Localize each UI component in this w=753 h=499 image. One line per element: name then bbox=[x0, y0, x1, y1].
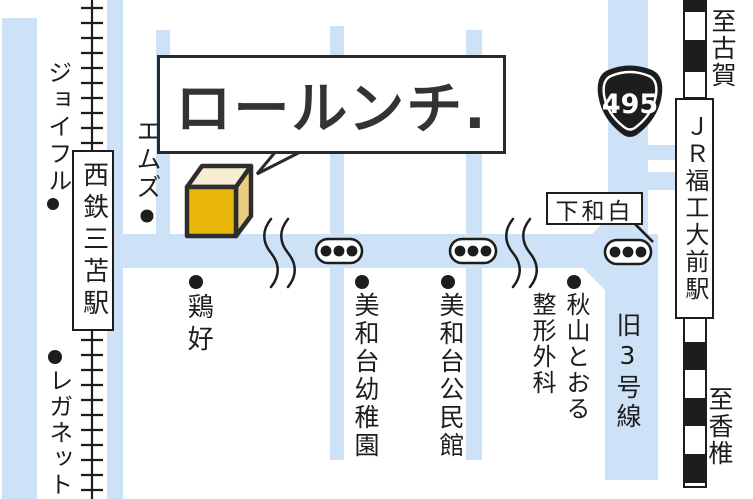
traffic-signal-icon bbox=[448, 237, 498, 265]
landmark-dot-joyful bbox=[47, 198, 59, 210]
junction-label-box: 下和白 bbox=[546, 192, 643, 225]
landmark-miwadai-kindergarten: 美和台幼稚園 bbox=[351, 292, 380, 460]
landmark-dot-torikou bbox=[189, 275, 203, 289]
landmark-dot-kindergarten bbox=[355, 275, 369, 289]
landmark-dots bbox=[47, 198, 581, 364]
landmark-dot-akiyama bbox=[567, 275, 581, 289]
road-station-stub-2 bbox=[648, 172, 676, 190]
landmark-dot-hall bbox=[441, 275, 455, 289]
landmark-miwadai-community-hall: 美和台公民館 bbox=[436, 292, 465, 460]
road-station-stub-1 bbox=[648, 145, 676, 160]
station-name-nishitetsu: 西鉄三苫駅 bbox=[78, 160, 109, 321]
route-number: 495 bbox=[602, 89, 658, 120]
shop-title: ロールンチ. bbox=[175, 77, 488, 142]
station-box-nishitetsu-mitoma: 西鉄三苫駅 bbox=[72, 150, 114, 331]
landmark-akiyama-orthopedics: 秋山とおる整形外科 bbox=[528, 292, 590, 422]
nishitetsu-railway-line bbox=[81, 0, 103, 499]
landmark-joyful: ジョイフル bbox=[43, 60, 72, 195]
station-box-jr-fukkodaimae: ＪＲ福工大前駅 bbox=[675, 98, 714, 319]
road-break-squiggles bbox=[263, 217, 538, 289]
railway-ticks-lower bbox=[81, 338, 103, 492]
road-left-vertical bbox=[2, 18, 37, 499]
landmark-torikou: 鶏好 bbox=[183, 293, 214, 357]
railway-ticks-upper bbox=[81, 6, 103, 145]
junction-label-text: 下和白 bbox=[555, 198, 634, 225]
traffic-signal-icon bbox=[603, 238, 653, 266]
landmark-dot-ems bbox=[140, 209, 154, 223]
shop-building-cube-icon bbox=[184, 163, 254, 239]
direction-to-kashii: 至香椎 bbox=[705, 386, 734, 467]
station-name-jr: ＪＲ福工大前駅 bbox=[680, 114, 709, 303]
landmark-reganet: レガネット bbox=[44, 368, 73, 498]
route-495-badge: 495 bbox=[597, 65, 663, 137]
road-old3-lower bbox=[577, 262, 658, 480]
road-main-horizontal bbox=[107, 234, 658, 268]
direction-to-koga: 至古賀 bbox=[708, 8, 737, 89]
shop-title-bubble: ロールンチ. bbox=[157, 55, 506, 154]
landmark-dot-reganet bbox=[48, 350, 62, 364]
road-label-old-route-3: 旧3号線 bbox=[613, 312, 642, 432]
traffic-signal-icon bbox=[314, 237, 364, 265]
